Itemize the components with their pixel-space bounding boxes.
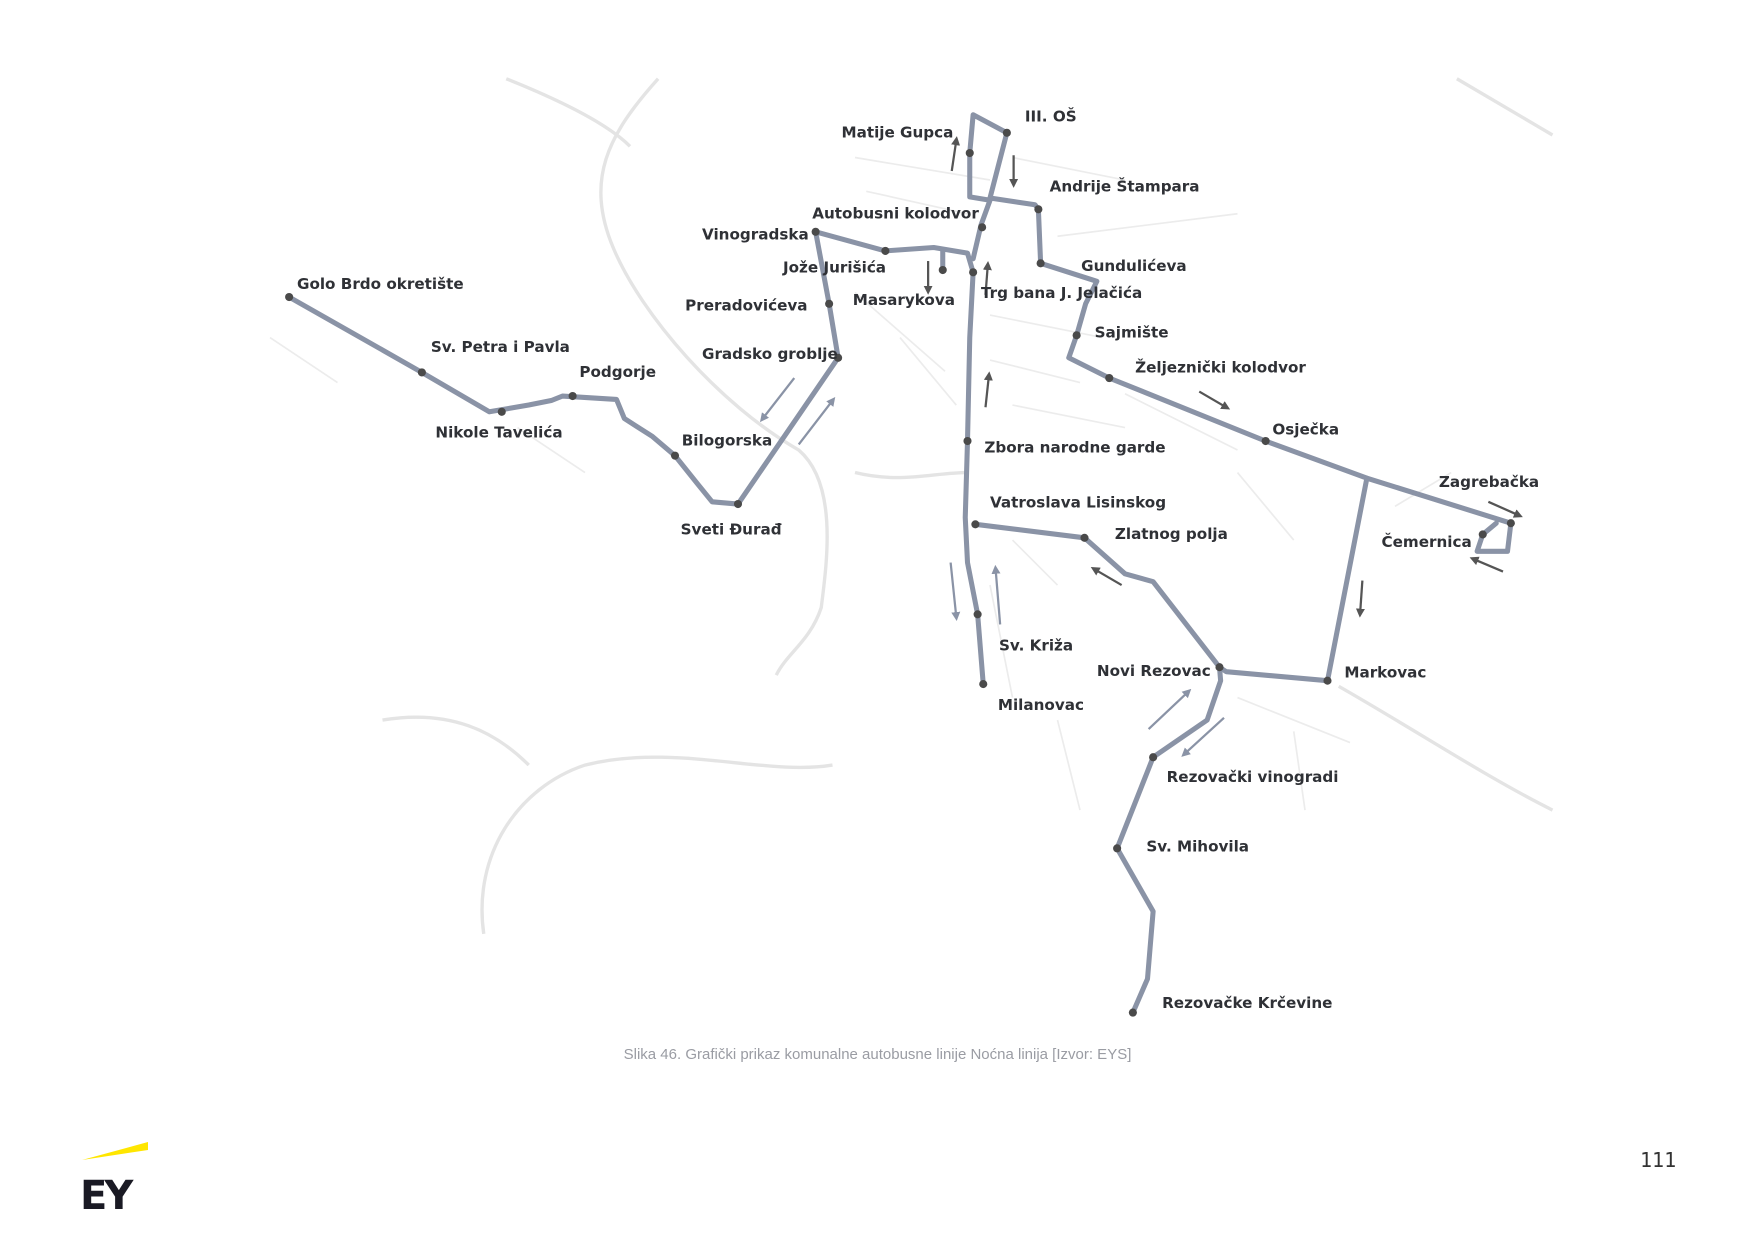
- bus-stop-label: Sajmište: [1095, 324, 1169, 342]
- bus-stop-marker: [825, 299, 834, 308]
- bus-stop-label: Milanovac: [998, 696, 1084, 714]
- bus-stop-label: Nikole Tavelića: [435, 424, 562, 442]
- bus-stop-label: Sv. Mihovila: [1146, 838, 1249, 856]
- arrow-icon: [759, 377, 796, 423]
- bus-stop-marker: [811, 227, 820, 236]
- arrow-icon: [949, 562, 961, 622]
- bus-stop-label: III. OŠ: [1025, 107, 1077, 126]
- bus-stop-marker: [1149, 753, 1158, 762]
- arrow-icon: [950, 136, 961, 172]
- bus-stop-label: Sveti Đurađ: [681, 520, 782, 538]
- arrow-icon: [1147, 688, 1192, 730]
- direction-arrows: [759, 136, 1523, 757]
- route-north-loop: [967, 112, 1514, 554]
- arrow-icon: [1181, 716, 1225, 757]
- bus-stop-marker: [1072, 331, 1081, 340]
- ey-logo: EY: [82, 1142, 148, 1212]
- arrow-icon: [797, 396, 836, 446]
- bus-stop-label: Vatroslava Lisinskog: [990, 493, 1166, 511]
- bus-stop-label: Podgorje: [579, 363, 656, 381]
- bus-stop-label: Vinogradska: [702, 226, 809, 244]
- bus-stop-label: Zbora narodne garde: [984, 438, 1165, 456]
- bus-stop-marker: [1034, 205, 1043, 214]
- bus-stop-label: Rezovački vinogradi: [1167, 768, 1339, 786]
- bus-stop-label: Željeznički kolodvor: [1135, 357, 1306, 376]
- bus-stop-marker: [733, 500, 743, 509]
- bus-stop-marker: [1036, 259, 1045, 268]
- bus-stop-marker: [1105, 373, 1114, 383]
- urban-area: [269, 156, 1452, 811]
- bus-stop-marker: [417, 368, 426, 377]
- bus-stop-label: Bilogorska: [682, 432, 773, 450]
- bus-stop-marker: [1002, 128, 1011, 137]
- logo-accent-bar: [82, 1142, 148, 1160]
- bus-stop-label: Zlatnog polja: [1115, 525, 1228, 543]
- bus-stop-label: Rezovačke Krčevine: [1162, 994, 1332, 1012]
- arrow-icon: [1469, 556, 1504, 573]
- bus-stop-marker: [1113, 844, 1122, 853]
- bus-stop-label: Andrije Štampara: [1050, 176, 1200, 195]
- bus-stop-label: Novi Rezovac: [1097, 662, 1211, 680]
- arrow-icon: [1198, 390, 1231, 410]
- bus-stop-marker: [979, 680, 988, 689]
- bus-stop-label: Gundulićeva: [1081, 257, 1187, 275]
- figure-caption: Slika 46. Grafički prikaz komunalne auto…: [623, 1046, 1132, 1063]
- bus-stop-marker: [285, 292, 294, 302]
- bus-stop-label: Trg bana J. Jelačića: [981, 284, 1142, 302]
- route-zlatnog-polja: [972, 521, 1223, 670]
- bus-stop-marker: [1215, 663, 1224, 672]
- bus-stop-label: Preradovićeva: [685, 297, 807, 315]
- bus-stop-marker: [834, 353, 843, 362]
- bus-stop-marker: [1080, 533, 1089, 542]
- arrow-icon: [982, 261, 992, 295]
- bus-stop-marker: [965, 148, 974, 158]
- bus-stop-label: Gradsko groblje: [702, 345, 838, 363]
- arrow-icon: [991, 564, 1002, 625]
- bus-stop-marker: [1478, 530, 1487, 539]
- route-markovac: [1114, 475, 1370, 1016]
- bus-stop-marker: [973, 610, 982, 619]
- bus-stop-label: Golo Brdo okretište: [297, 275, 464, 293]
- bus-stop-marker: [1506, 519, 1515, 528]
- bus-stop-marker: [670, 451, 680, 460]
- bus-stop-label: Matije Gupca: [842, 123, 954, 141]
- bus-stop-marker: [969, 268, 978, 277]
- arrow-icon: [1355, 580, 1365, 618]
- svg-text:EY: EY: [82, 1173, 134, 1212]
- bus-stop-label: Sv. Petra i Pavla: [431, 338, 570, 356]
- bus-stop-label: Jože Jurišića: [782, 258, 886, 276]
- bus-stop-label: Markovac: [1344, 663, 1426, 681]
- bus-stop-marker: [881, 246, 890, 255]
- bus-stop-marker: [568, 391, 577, 401]
- bus-stop-label: Sv. Križa: [999, 636, 1073, 654]
- page-number: 111: [1640, 1148, 1677, 1172]
- arrow-icon: [1487, 500, 1523, 518]
- bus-stop-marker: [497, 407, 506, 416]
- bus-stop-label: Čemernica: [1382, 532, 1472, 551]
- bus-stop-label: Zagrebačka: [1439, 473, 1539, 491]
- bus-stop-marker: [978, 223, 987, 232]
- bus-stop-marker: [1128, 1008, 1137, 1017]
- arrow-icon: [1090, 567, 1123, 587]
- route-west: [286, 229, 986, 687]
- arrow-icon: [983, 371, 993, 408]
- bus-stop-marker: [1261, 436, 1270, 446]
- bus-stop-label: Autobusni kolodvor: [812, 204, 979, 222]
- bus-stop-marker: [1323, 676, 1332, 685]
- background-roads: [382, 77, 1554, 935]
- bus-stop-marker: [938, 265, 947, 275]
- bus-route-lines: [286, 112, 1514, 1016]
- bus-stop-label: Osječka: [1272, 420, 1339, 438]
- bus-stop-marker: [963, 436, 972, 446]
- bus-stop-marker: [971, 520, 980, 529]
- bus-stop-label: Masarykova: [853, 291, 955, 309]
